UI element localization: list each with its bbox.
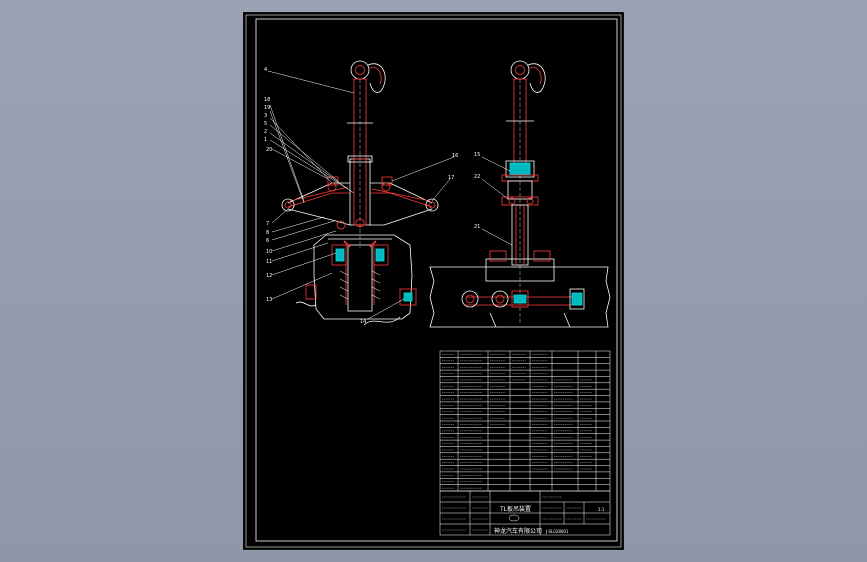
part-label: 18: [264, 97, 270, 103]
side-base-body: [429, 266, 611, 328]
drawing-sheet: 4 18 19 3 5 2 1 20 7 8 6 10 11 12 13 16 …: [243, 12, 624, 550]
part-label: 16: [452, 153, 458, 159]
front-view-leaders: [267, 70, 455, 320]
part-label: 13: [266, 297, 272, 303]
part-label: 1: [264, 137, 267, 143]
part-label: 2: [264, 129, 267, 135]
side-view: [429, 60, 611, 328]
part-label: 12: [266, 273, 272, 279]
part-label: 4: [264, 67, 267, 73]
part-label: 11: [266, 259, 272, 265]
scale-value: 1:1: [598, 507, 605, 512]
part-label: 21: [474, 224, 480, 230]
part-label: 6: [266, 238, 269, 244]
left-jaw-hatch: [335, 248, 345, 262]
part-label: 17: [448, 175, 454, 181]
part-label: 3: [264, 113, 267, 119]
left-lever-arm: [281, 176, 351, 230]
part-label: 15: [474, 152, 480, 158]
parts-list-rows: [440, 357, 610, 485]
part-label: 10: [266, 249, 272, 255]
assembly-drawing: 4 18 19 3 5 2 1 20 7 8 6 10 11 12 13 16 …: [245, 14, 622, 548]
title-block: [439, 350, 611, 536]
side-view-leaders: [481, 156, 513, 246]
company-logo: [508, 514, 520, 522]
side-view-labels: 15 22 21: [474, 152, 480, 230]
lifting-shackle: [367, 63, 386, 93]
part-label: 7: [266, 221, 269, 227]
part-label: 8: [266, 230, 269, 236]
part-label: 19: [264, 105, 270, 111]
company-name: 神龙汽车有限公司: [494, 527, 542, 535]
lifting-ring: [350, 60, 370, 80]
part-label: 20: [266, 147, 272, 153]
front-view: [281, 60, 439, 326]
sheet-border: [245, 14, 622, 548]
side-lifting-ring: [510, 60, 530, 80]
drawing-frame: [255, 18, 618, 542]
front-view-labels: 4 18 19 3 5 2 1 20 7 8 6 10 11 12 13 16 …: [264, 67, 458, 325]
clamp-body: [313, 234, 413, 320]
part-label: 5: [264, 121, 267, 127]
right-jaw-hatch: [375, 248, 385, 262]
product-name: TL板吊装置: [499, 505, 531, 513]
part-label: 14: [360, 319, 366, 325]
rod-housing: [349, 158, 371, 226]
drawing-number: J-SL028001: [545, 529, 569, 534]
part-label: 22: [474, 174, 480, 180]
right-lever-arm: [370, 176, 439, 226]
